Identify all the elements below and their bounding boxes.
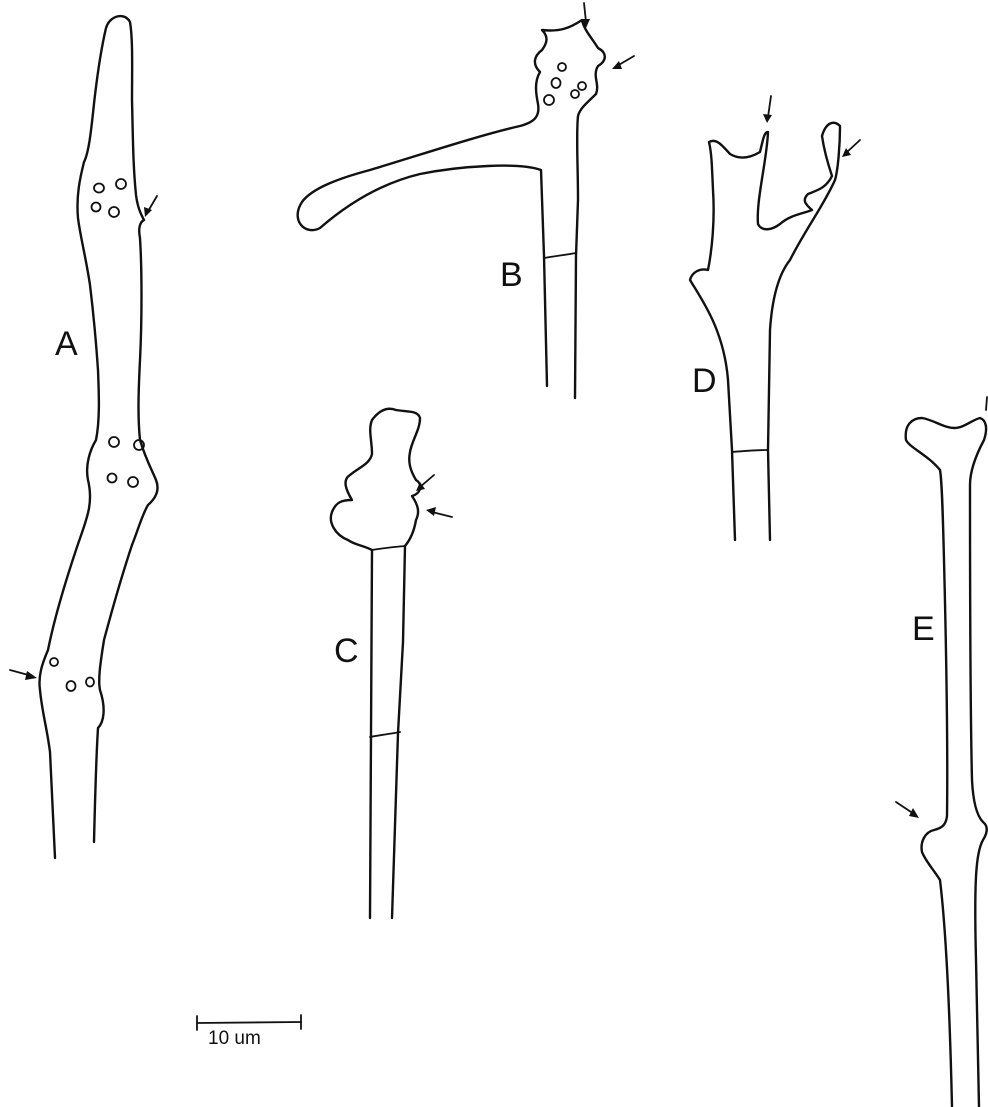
panel-a: A xyxy=(10,16,158,858)
panel-label-c: C xyxy=(334,632,359,670)
vesicle xyxy=(552,78,561,88)
scale-bar: 10 um xyxy=(197,1015,301,1049)
vesicle xyxy=(108,474,117,483)
hypha-a-outline xyxy=(39,16,157,858)
arrow-icon xyxy=(10,670,37,680)
arrow-icon xyxy=(144,196,157,217)
vesicle xyxy=(94,184,104,193)
vesicle xyxy=(109,437,119,447)
arrow-icon xyxy=(896,802,919,818)
vesicle xyxy=(544,95,554,105)
vesicle xyxy=(558,63,566,71)
tick-mark xyxy=(986,397,987,410)
panel-label-e: E xyxy=(912,610,935,648)
vesicle xyxy=(67,681,76,691)
arrow-icon xyxy=(426,507,452,517)
vesicle xyxy=(50,658,58,666)
vesicle xyxy=(92,203,101,212)
arrow-icon xyxy=(842,140,860,157)
vesicle xyxy=(571,90,579,98)
arrow-icon xyxy=(763,96,772,123)
panel-label-b: B xyxy=(500,256,523,294)
panel-d: D xyxy=(690,96,860,540)
septum xyxy=(732,450,768,452)
septum xyxy=(544,253,576,258)
vesicle xyxy=(109,207,119,217)
vesicle xyxy=(128,477,138,487)
vesicle xyxy=(116,179,126,189)
hypha-d-outline xyxy=(690,123,840,540)
vesicle xyxy=(86,678,94,687)
arrow-icon xyxy=(612,56,634,69)
vesicle xyxy=(578,82,586,90)
septum xyxy=(370,732,400,737)
hypha-b-vesicles xyxy=(544,63,586,105)
panel-label-d: D xyxy=(692,362,717,400)
septum xyxy=(372,546,405,550)
panel-b: B xyxy=(298,3,634,398)
hypha-e-outline xyxy=(906,418,987,1107)
panel-c: C xyxy=(331,409,452,918)
hypha-b-outline xyxy=(298,20,605,398)
panel-label-a: A xyxy=(55,325,78,363)
panel-e: E xyxy=(896,397,987,1107)
scale-bar-label: 10 um xyxy=(208,1028,261,1049)
